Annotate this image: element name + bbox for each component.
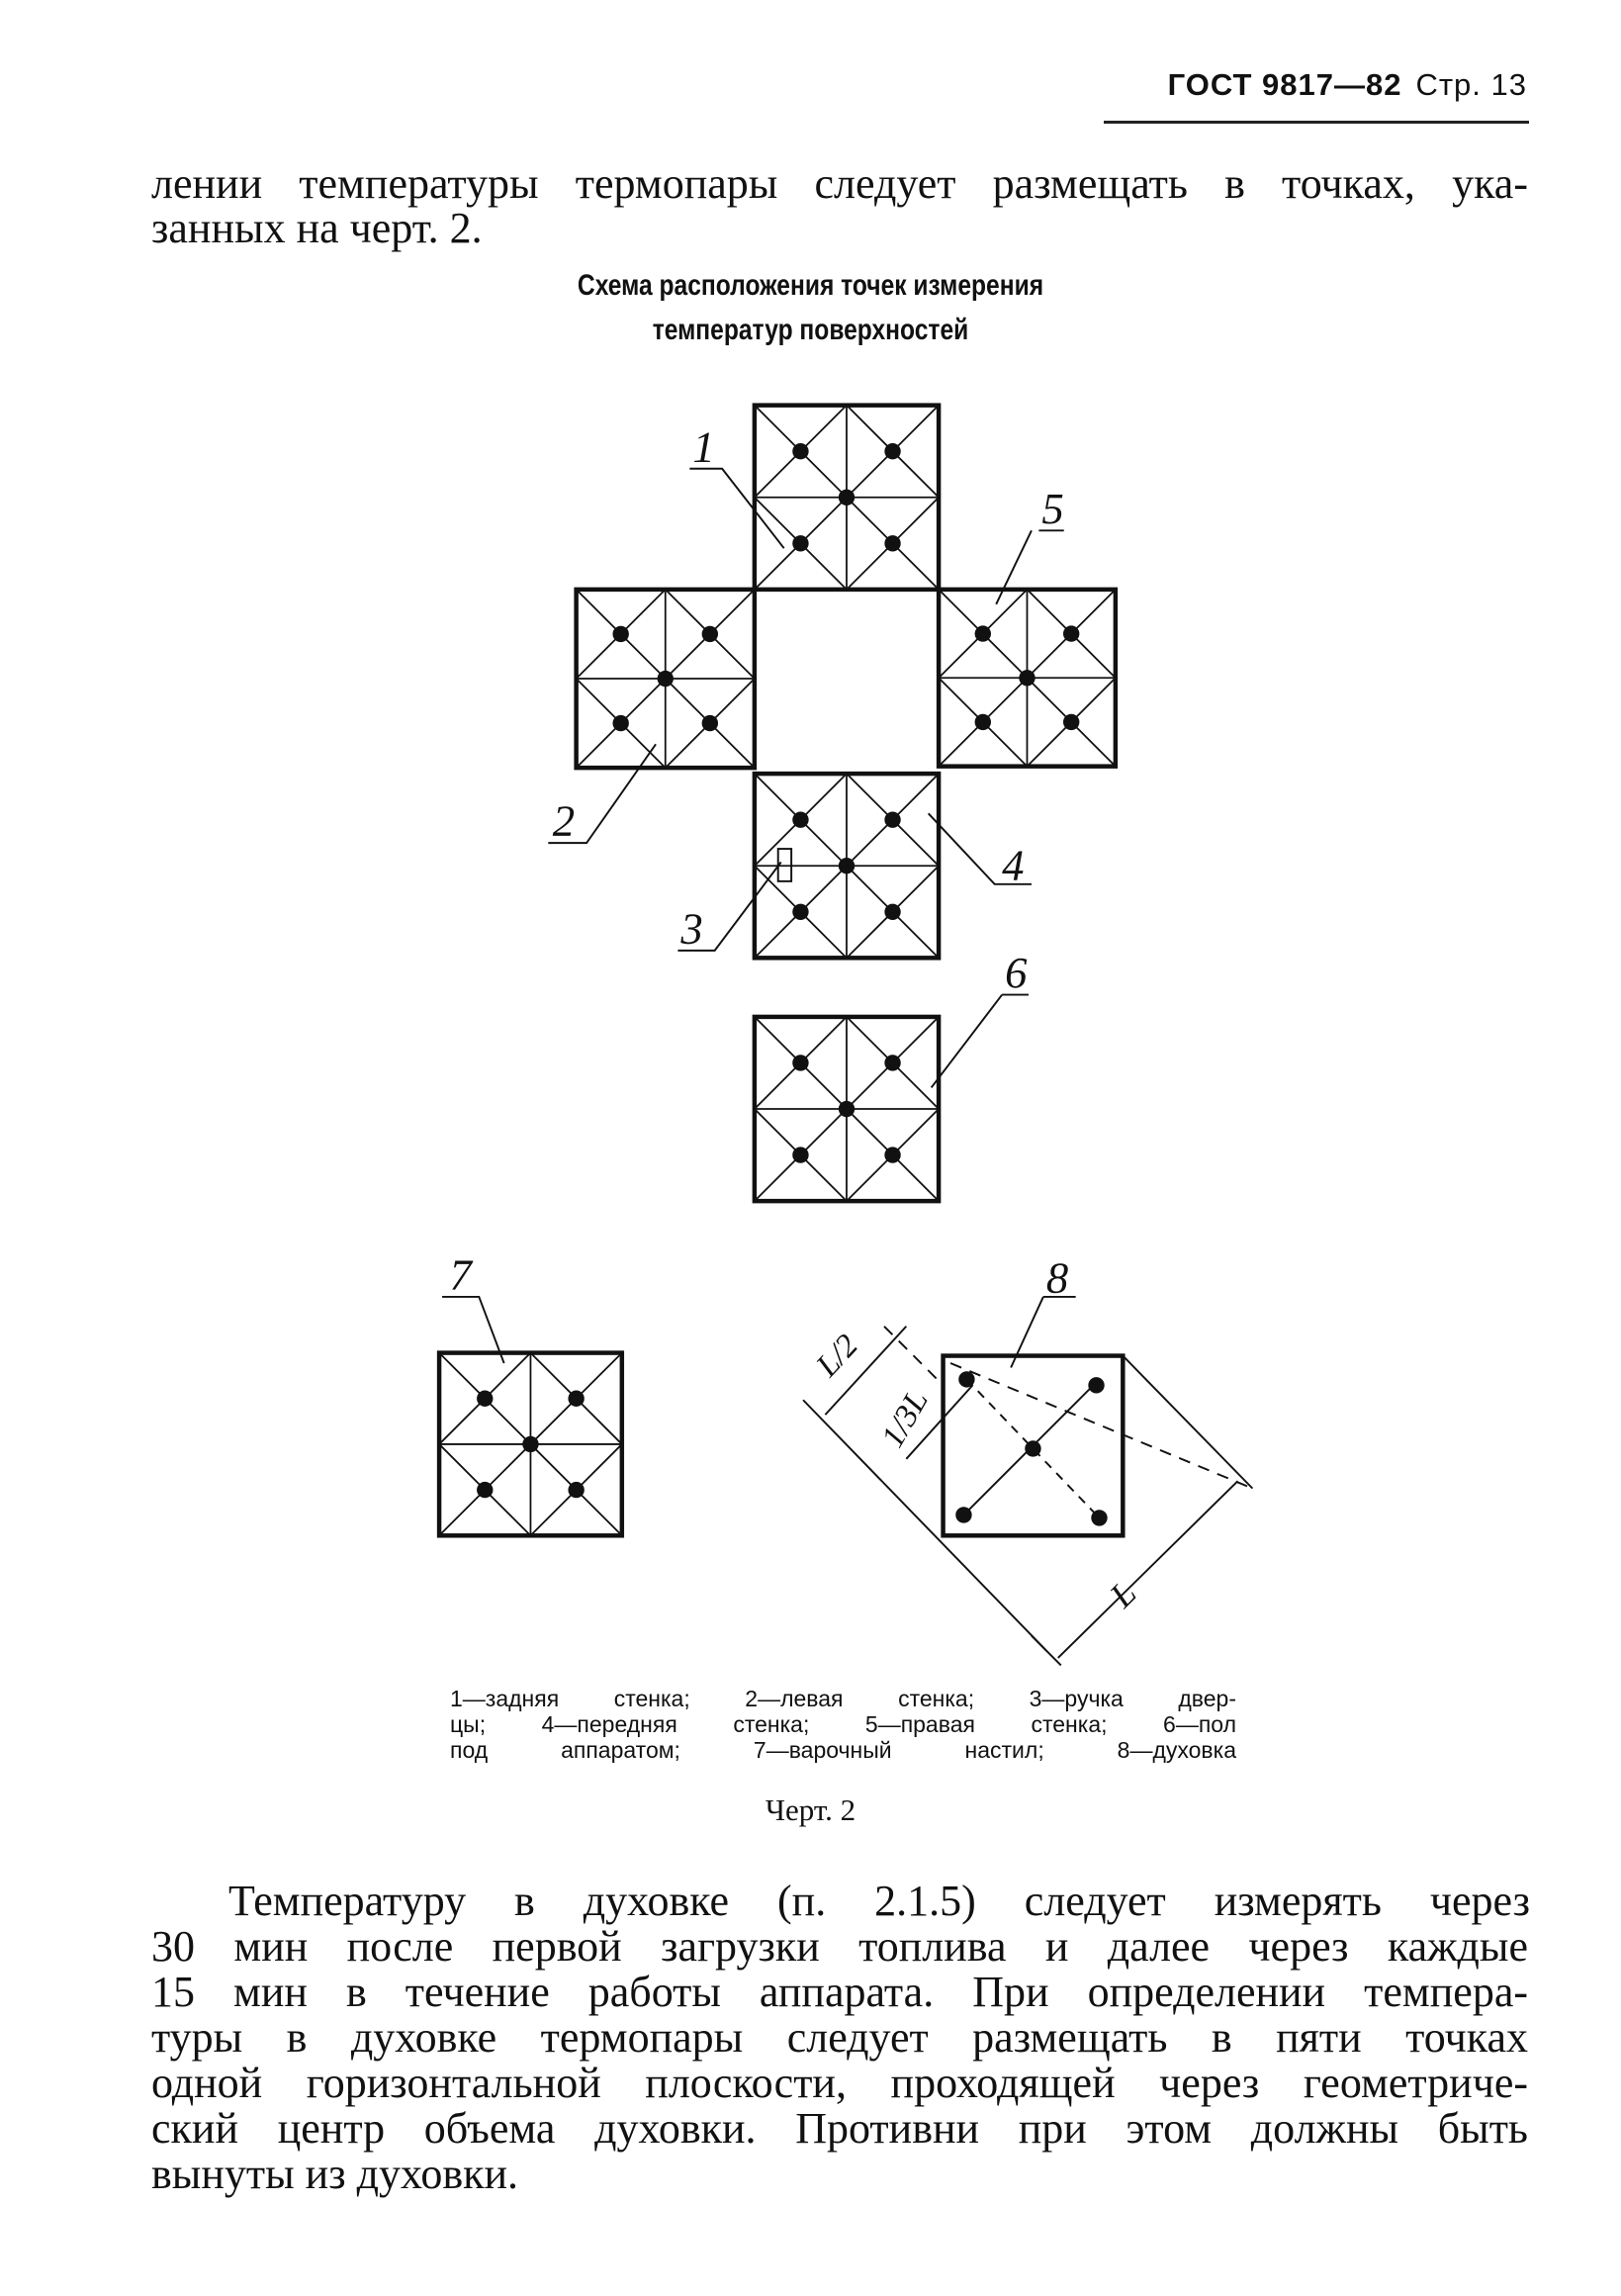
dim-half	[824, 1326, 908, 1416]
standard-number: ГОСТ 9817—82	[1167, 67, 1402, 102]
dim-full	[1057, 1480, 1239, 1659]
measurement-point	[1088, 1377, 1105, 1394]
leader-5	[995, 529, 1064, 605]
label-2: 2	[553, 796, 575, 846]
leader-7	[442, 1295, 505, 1364]
intro-line: занных на черт. 2.	[151, 204, 483, 252]
measurement-point	[792, 1147, 809, 1163]
leader-8	[1010, 1295, 1076, 1368]
label-5: 5	[1041, 484, 1063, 533]
measurement-point	[974, 625, 991, 642]
square-oven-outline	[941, 1353, 1126, 1538]
body-line: Температуру в духовке (п. 2.1.5) следует…	[228, 1877, 1530, 1925]
measurement-point	[612, 714, 629, 732]
body-line: ский центр объема духовки. Противни при …	[151, 2104, 1528, 2153]
dim-half-label: L/2	[809, 1328, 865, 1384]
measurement-point	[1091, 1510, 1108, 1526]
measurement-point	[884, 1055, 901, 1071]
leader-4	[927, 812, 1032, 885]
leader-lines	[442, 467, 1254, 1667]
measurement-point	[974, 713, 991, 731]
body-line: вынуты из духовки.	[151, 2150, 519, 2198]
leader-2	[548, 743, 657, 845]
label-8: 8	[1046, 1252, 1068, 1302]
measurement-point	[958, 1371, 975, 1388]
body-line: туры в духовке термопары следует размеща…	[151, 2013, 1528, 2062]
figure-title: Схема расположения точек измерения	[577, 269, 1044, 302]
leader-6	[930, 993, 1029, 1089]
figure-number: Черт. 2	[765, 1792, 856, 1827]
measurement-point	[884, 443, 901, 460]
measurement-point	[1019, 670, 1036, 687]
label-3: 3	[679, 903, 702, 953]
measurement-point	[838, 1100, 856, 1118]
body-line: одной горизонтальной плоскости, проходящ…	[151, 2059, 1528, 2107]
measurement-point	[1062, 713, 1080, 731]
measurement-point	[955, 1507, 972, 1523]
leader-3	[677, 861, 782, 952]
page-number: Стр. 13	[1415, 67, 1527, 102]
measurement-point	[792, 811, 809, 828]
measurement-point	[884, 1147, 901, 1163]
measurement-point	[838, 858, 856, 874]
measurement-point	[1025, 1440, 1041, 1457]
label-4: 4	[1002, 840, 1024, 889]
measurement-point	[657, 670, 674, 688]
measurement-point	[477, 1481, 494, 1499]
measurement-point	[792, 443, 809, 460]
body-line: 30 мин после первой загрузки топлива и д…	[151, 1922, 1528, 1971]
measurement-point	[522, 1435, 539, 1453]
body-line: 15 мин в течение работы аппарата. При оп…	[151, 1968, 1528, 2016]
measurement-point	[884, 535, 901, 552]
caption-line: под аппаратом; 7—варочный настил; 8—духо…	[450, 1737, 1236, 1763]
measurement-point	[477, 1390, 494, 1407]
intro-line: лении температуры термопары следует разм…	[151, 159, 1528, 208]
label-1: 1	[692, 421, 714, 471]
measurement-point	[838, 489, 856, 505]
measurement-point	[612, 625, 629, 643]
figure-title: температур поверхностей	[652, 314, 969, 346]
caption-line: цы; 4—передняя стенка; 5—правая стенка; …	[450, 1711, 1236, 1737]
header-rule	[1104, 121, 1529, 124]
measurement-point	[1062, 625, 1080, 642]
measurement-point	[568, 1481, 585, 1499]
label-6: 6	[1005, 948, 1028, 997]
page-header: ГОСТ 9817—82 Стр. 13	[1168, 67, 1527, 103]
dim-third	[905, 1384, 974, 1460]
dim-third-label: 1/3L	[875, 1384, 936, 1453]
dim-extension	[802, 1399, 1047, 1652]
measurement-point	[568, 1390, 585, 1407]
leader-1	[689, 467, 785, 549]
measurement-point	[884, 811, 901, 828]
door-handle	[776, 848, 793, 882]
measurement-point	[701, 714, 719, 732]
label-7: 7	[450, 1250, 474, 1300]
caption-line: 1—задняя стенка; 2—левая стенка; 3—ручка…	[450, 1686, 1236, 1711]
measurement-point	[792, 1055, 809, 1071]
measurement-point	[792, 535, 809, 552]
measurement-point	[884, 903, 901, 920]
measurement-point	[792, 903, 809, 920]
measurement-point	[701, 625, 719, 643]
